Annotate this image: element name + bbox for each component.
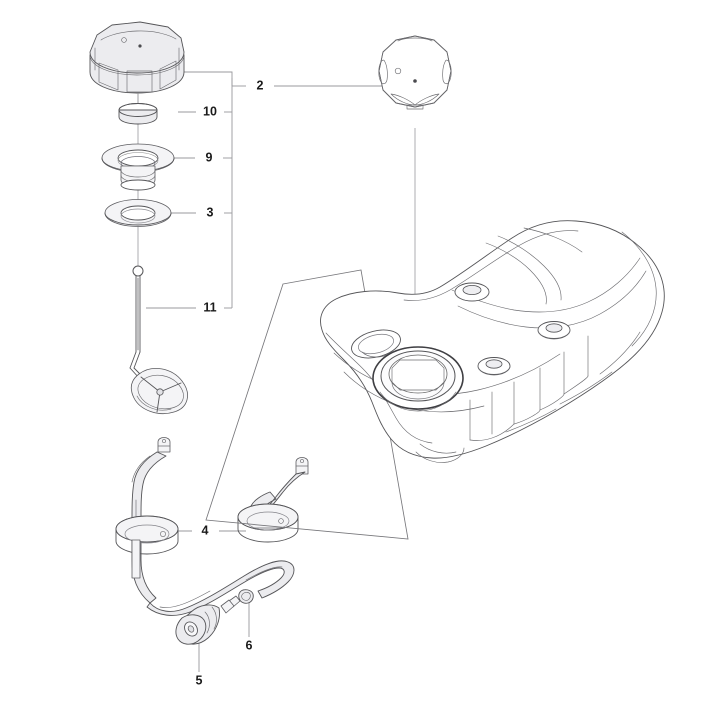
part-fuel-cap-top-view [378, 35, 452, 110]
part-flat-washer [104, 199, 172, 227]
part-fuel-cap [89, 21, 185, 104]
callout-label-4: 4 [202, 523, 209, 537]
callout-label-11: 11 [203, 300, 216, 314]
part-fuel-line [146, 560, 295, 616]
callout-label-10: 10 [203, 104, 217, 118]
part-hose-grommet-left [115, 437, 179, 604]
callout-labels: 2 10 9 3 11 4 5 6 [196, 78, 264, 687]
callout-label-9: 9 [206, 150, 213, 164]
callout-label-2: 2 [257, 78, 264, 92]
callout-label-3: 3 [207, 205, 214, 219]
part-hose-clip [238, 589, 254, 604]
part-retainer-loop [130, 367, 188, 415]
part-retainer-wire [129, 265, 145, 380]
part-filler-grommet [101, 143, 175, 191]
part-hose-grommet-right [237, 457, 309, 543]
detail-callout-box [205, 269, 409, 540]
callout-label-5: 5 [196, 673, 203, 687]
callout-label-6: 6 [246, 638, 253, 652]
part-fuel-filter [175, 595, 241, 645]
part-fuel-tank [320, 220, 665, 463]
part-seal-disc [118, 103, 158, 125]
